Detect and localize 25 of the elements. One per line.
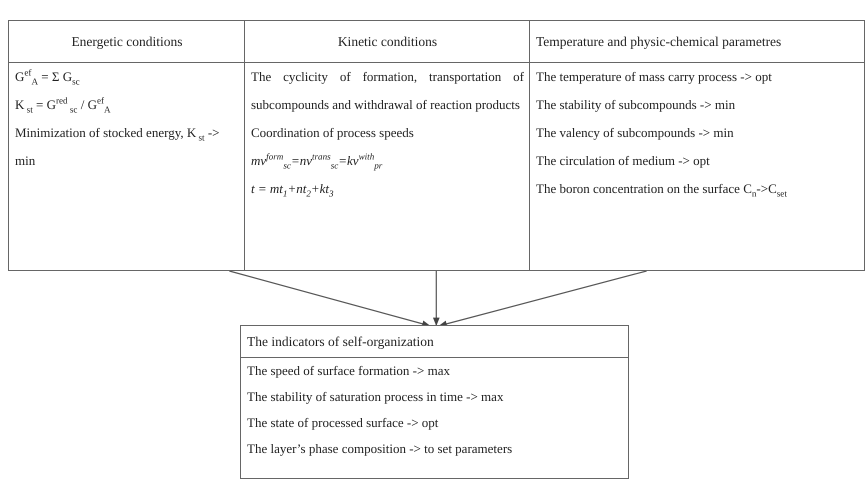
condition-text: G$^{ef}$$_{A}$ = Σ G$_{sc}$ [14, 66, 81, 89]
condition-text: Coordination of process speeds [250, 124, 415, 142]
condition-text: The circulation of medium -> opt [535, 152, 711, 170]
column-heading: The indicators of self-organization [247, 334, 434, 350]
arrow [432, 271, 440, 326]
arrow [229, 270, 431, 328]
column-heading: Kinetic conditions [338, 34, 438, 50]
column-heading: Energetic conditions [71, 34, 183, 50]
table-box [244, 20, 531, 271]
condition-text: The valency of subcompounds -> min [535, 124, 735, 142]
condition-text: Minimization of stocked energy, K $_{st}$ -> min [14, 124, 221, 170]
condition-text: The cyclicity of formation, transportation of subcompounds and withdrawal of reaction products [250, 68, 525, 114]
condition-text: The layer’s phase composition -> to set parameters [246, 440, 514, 458]
condition-text: The state of processed surface -> opt [246, 414, 440, 432]
condition-text: The boron concentration on the surface C$_{n}$->C$_{set}$ [535, 180, 788, 201]
condition-text: The stability of saturation process in time -> max [246, 388, 504, 406]
table-box [8, 20, 246, 271]
table-box [529, 20, 865, 271]
condition-text: The stability of subcompounds -> min [535, 96, 736, 114]
condition-text: The temperature of mass carry process -> opt [535, 68, 773, 86]
condition-text: The speed of surface formation -> max [246, 362, 451, 380]
table-box [240, 325, 629, 479]
column-heading: Temperature and physic-chemical parametres [536, 34, 782, 50]
arrow [438, 270, 647, 328]
condition-text: t = mt$_{1}$+nt$_{2}$+kt$_{3}$ [250, 180, 335, 201]
